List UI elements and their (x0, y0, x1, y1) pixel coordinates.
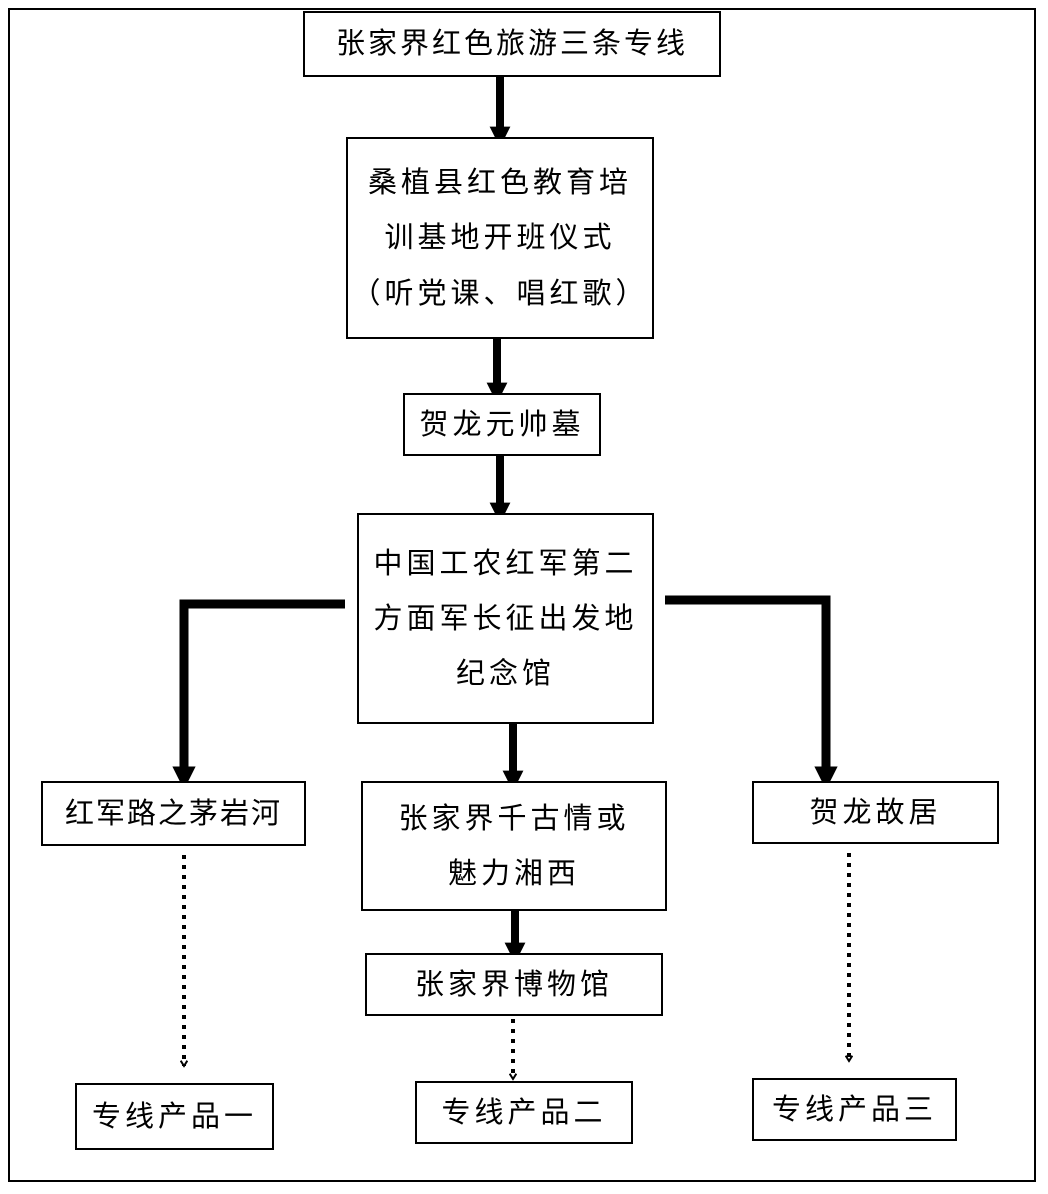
node-product-1: 专线产品一 (75, 1083, 274, 1150)
node-sangzhi-training-base: 桑植县红色教育培 训基地开班仪式 （听党课、唱红歌） (346, 137, 654, 339)
node-red-army-memorial: 中国工农红军第二 方面军长征出发地 纪念馆 (357, 513, 654, 724)
node-helong-former-residence: 贺龙故居 (752, 781, 999, 844)
node-qiangu-or-xiangxi: 张家界千古情或 魅力湘西 (361, 781, 667, 911)
arrow-memorial-to-helong-home (665, 595, 838, 790)
arrow-memorial-to-maoyanhe (172, 599, 345, 790)
node-zhangjiajie-museum: 张家界博物馆 (365, 953, 663, 1016)
node-helong-tomb: 贺龙元帅墓 (403, 393, 601, 456)
node-product-2: 专线产品二 (415, 1081, 633, 1144)
node-maoyanhe: 红军路之茅岩河 (41, 781, 306, 846)
title-box: 张家界红色旅游三条专线 (303, 11, 721, 77)
node-product-3: 专线产品三 (752, 1078, 957, 1141)
diagram-frame (8, 8, 1036, 1182)
